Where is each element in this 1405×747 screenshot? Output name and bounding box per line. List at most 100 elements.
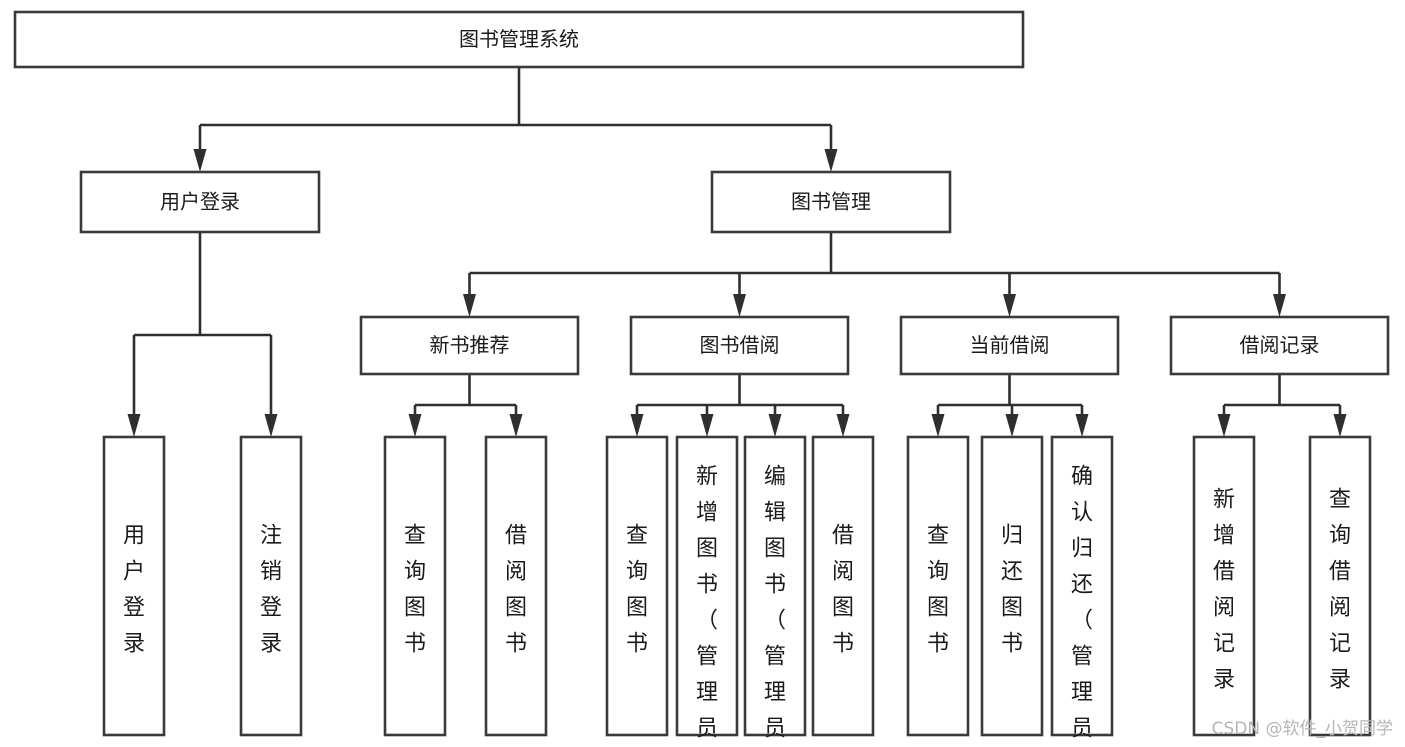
node-current-borrow[interactable]: 当前借阅 xyxy=(899,315,1120,376)
node-label-leaf-add-borrow-record: 借 xyxy=(1213,560,1235,585)
node-box-leaf-add-book-admin xyxy=(675,435,739,737)
node-label-leaf-edit-book-admin: 管 xyxy=(764,645,786,670)
node-layer: 图书管理系统用户登录图书管理新书推荐图书借阅当前借阅借阅记录用户登录注销登录查询… xyxy=(13,10,1390,747)
node-label-book-borrow: 图书借阅 xyxy=(700,333,780,357)
node-label-leaf-add-book-admin: 图 xyxy=(696,537,718,562)
arrow-head-icon xyxy=(1273,294,1286,317)
node-box-leaf-confirm-return-admin xyxy=(1050,435,1114,737)
arrow-head-icon xyxy=(509,414,523,437)
node-label-leaf-user-login: 用 xyxy=(123,524,145,549)
node-label-leaf-borrow-book-1: 阅 xyxy=(505,560,527,585)
node-label-leaf-user-logout: 录 xyxy=(260,632,282,657)
node-box-new-book-recommend xyxy=(359,315,580,376)
node-label-leaf-add-borrow-record: 阅 xyxy=(1213,596,1235,621)
node-label-new-book-recommend: 新书推荐 xyxy=(430,333,510,357)
node-box-borrow-record xyxy=(1169,315,1390,376)
node-label-leaf-query-borrow-record: 录 xyxy=(1329,668,1351,693)
arrow-head-icon xyxy=(1217,414,1231,437)
node-label-root: 图书管理系统 xyxy=(459,27,579,51)
node-label-leaf-confirm-return-admin: 员 xyxy=(1071,717,1093,742)
node-box-root xyxy=(13,10,1025,69)
node-label-leaf-edit-book-admin: 编 xyxy=(764,465,786,490)
node-label-leaf-query-book-3: 查 xyxy=(927,524,949,549)
node-label-leaf-query-book-1: 书 xyxy=(404,632,426,657)
node-label-leaf-borrow-book-2: 借 xyxy=(832,524,854,549)
arrow-head-icon xyxy=(408,414,422,437)
node-box-leaf-query-book-3 xyxy=(906,435,970,737)
node-label-leaf-user-logout: 登 xyxy=(260,596,282,621)
node-label-leaf-borrow-book-2: 图 xyxy=(832,596,854,621)
node-label-leaf-edit-book-admin: （ xyxy=(764,609,786,634)
node-box-leaf-return-book xyxy=(980,435,1044,737)
node-label-leaf-confirm-return-admin: 理 xyxy=(1071,681,1093,706)
node-label-leaf-borrow-book-2: 阅 xyxy=(832,560,854,585)
node-label-leaf-query-borrow-record: 查 xyxy=(1329,488,1351,513)
node-label-leaf-add-book-admin: 管 xyxy=(696,645,718,670)
edge-group-borrow-record xyxy=(1217,374,1347,437)
node-borrow-record[interactable]: 借阅记录 xyxy=(1169,315,1390,376)
node-label-leaf-add-book-admin: 新 xyxy=(696,465,718,490)
node-label-leaf-return-book: 归 xyxy=(1001,524,1023,549)
arrow-head-icon xyxy=(264,414,278,437)
node-label-leaf-query-book-1: 查 xyxy=(404,524,426,549)
node-label-leaf-user-login: 户 xyxy=(123,560,145,585)
arrow-head-icon xyxy=(1005,414,1019,437)
arrow-head-icon xyxy=(1075,414,1089,437)
node-box-leaf-edit-book-admin xyxy=(743,435,807,737)
node-book-borrow[interactable]: 图书借阅 xyxy=(629,315,850,376)
node-label-leaf-add-book-admin: 理 xyxy=(696,681,718,706)
node-label-leaf-add-borrow-record: 增 xyxy=(1213,524,1235,549)
node-leaf-user-login[interactable]: 用户登录 xyxy=(102,435,166,737)
node-label-leaf-add-borrow-record: 录 xyxy=(1213,668,1235,693)
arrow-head-icon xyxy=(700,414,714,437)
node-label-leaf-borrow-book-1: 图 xyxy=(505,596,527,621)
edge-group-new-book-recommend xyxy=(408,374,523,437)
node-root[interactable]: 图书管理系统 xyxy=(13,10,1025,69)
node-label-current-borrow: 当前借阅 xyxy=(970,333,1050,357)
node-label-leaf-query-book-3: 书 xyxy=(927,632,949,657)
node-label-leaf-borrow-book-2: 书 xyxy=(832,632,854,657)
arrow-head-icon xyxy=(824,149,838,172)
edge-group-book-borrow xyxy=(630,374,850,437)
node-label-leaf-user-logout: 销 xyxy=(260,560,282,585)
node-label-leaf-query-borrow-record: 记 xyxy=(1329,632,1351,657)
node-new-book-recommend[interactable]: 新书推荐 xyxy=(359,315,580,376)
node-box-book-manage xyxy=(710,170,952,234)
node-label-leaf-return-book: 书 xyxy=(1001,632,1023,657)
node-box-leaf-query-book-2 xyxy=(605,435,669,737)
node-box-user-login xyxy=(79,170,321,234)
arrow-head-icon xyxy=(733,294,746,317)
node-box-leaf-borrow-book-1 xyxy=(484,435,548,737)
node-user-login[interactable]: 用户登录 xyxy=(79,170,321,234)
node-label-leaf-add-book-admin: 增 xyxy=(696,501,718,526)
node-label-leaf-query-book-1: 图 xyxy=(404,596,426,621)
node-label-leaf-confirm-return-admin: 认 xyxy=(1071,501,1093,526)
node-label-borrow-record: 借阅记录 xyxy=(1240,333,1320,357)
edge-group-current-borrow xyxy=(931,374,1089,437)
arrow-head-icon xyxy=(931,414,945,437)
node-label-user-login: 用户登录 xyxy=(160,190,240,214)
edge-group-root xyxy=(193,67,838,172)
node-box-leaf-query-borrow-record xyxy=(1308,435,1372,737)
node-label-leaf-borrow-book-1: 书 xyxy=(505,632,527,657)
node-book-manage[interactable]: 图书管理 xyxy=(710,170,952,234)
node-box-leaf-user-logout xyxy=(239,435,303,737)
arrow-head-icon xyxy=(1333,414,1347,437)
arrow-head-icon xyxy=(463,294,476,317)
node-label-leaf-query-borrow-record: 询 xyxy=(1329,524,1351,549)
node-label-leaf-query-book-2: 查 xyxy=(626,524,648,549)
node-box-leaf-add-borrow-record xyxy=(1192,435,1256,737)
